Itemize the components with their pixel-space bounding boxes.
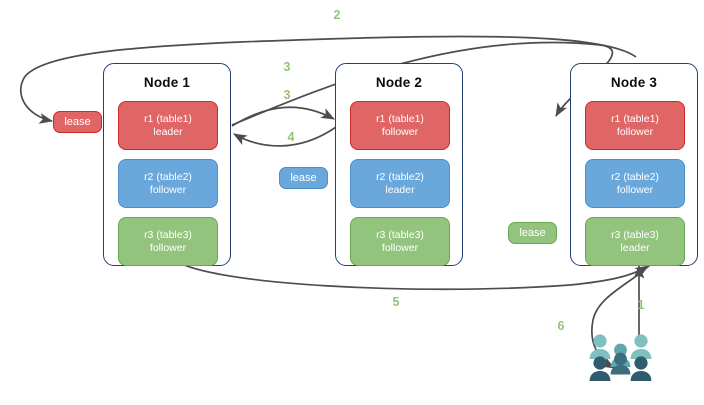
node-1-range-r3[interactable]: r3 (table3) follower	[118, 217, 218, 266]
users-icon-front-left	[589, 356, 611, 381]
edge-label-3-lower: 3	[283, 88, 291, 102]
edge-label-5: 5	[392, 295, 400, 309]
lease-badge-r2[interactable]: lease	[279, 167, 328, 189]
edge-label-1: 1	[637, 298, 645, 312]
node-2-range-r3-role: follower	[381, 241, 419, 254]
node-3-range-r3-name: r3 (table3)	[611, 228, 659, 241]
node-1-range-r2[interactable]: r2 (table2) follower	[118, 159, 218, 208]
node-3-range-r3-role: leader	[620, 241, 650, 254]
node-3-range-r2[interactable]: r2 (table2) follower	[585, 159, 685, 208]
node-1-range-r3-name: r3 (table3)	[144, 228, 192, 241]
users-icon-back-right	[630, 334, 652, 359]
edge-3-lower-path	[231, 106, 335, 127]
edge-5-path	[171, 257, 649, 291]
edge-label-4: 4	[287, 130, 295, 144]
node-3-range-r1[interactable]: r1 (table1) follower	[585, 101, 685, 150]
node-1[interactable]: Node 1 r1 (table1) leader r2 (table2) fo…	[103, 63, 231, 266]
users-icon-front-center	[610, 352, 631, 375]
edge-label-6: 6	[557, 319, 565, 333]
node-2-title: Node 2	[375, 75, 423, 90]
node-2-range-r1-role: follower	[381, 125, 419, 138]
node-2-range-r3[interactable]: r3 (table3) follower	[350, 217, 450, 266]
users-icon-front-right	[630, 356, 652, 381]
node-3-range-r1-role: follower	[616, 125, 654, 138]
node-2-range-r2[interactable]: r2 (table2) leader	[350, 159, 450, 208]
node-2-range-r1[interactable]: r1 (table1) follower	[350, 101, 450, 150]
node-1-title: Node 1	[143, 75, 191, 90]
node-3-range-r3[interactable]: r3 (table3) leader	[585, 217, 685, 266]
edge-label-2: 2	[333, 8, 341, 22]
node-3-range-r2-name: r2 (table2)	[611, 170, 659, 183]
node-1-range-r1-role: leader	[153, 125, 183, 138]
node-3-range-r1-name: r1 (table1)	[611, 112, 659, 125]
node-3[interactable]: Node 3 r1 (table1) follower r2 (table2) …	[570, 63, 698, 266]
node-1-range-r3-role: follower	[149, 241, 187, 254]
users-icon-back-left	[589, 334, 611, 359]
edge-label-3-upper: 3	[283, 60, 291, 74]
node-3-title: Node 3	[610, 75, 658, 90]
node-1-range-r1-name: r1 (table1)	[144, 112, 192, 125]
node-1-range-r2-name: r2 (table2)	[144, 170, 192, 183]
node-3-range-r2-role: follower	[616, 183, 654, 196]
node-2-range-r3-name: r3 (table3)	[376, 228, 424, 241]
lease-badge-r1[interactable]: lease	[53, 111, 102, 133]
node-2[interactable]: Node 2 r1 (table1) follower r2 (table2) …	[335, 63, 463, 266]
node-2-range-r1-name: r1 (table1)	[376, 112, 424, 125]
edge-2-path	[19, 35, 637, 124]
node-1-range-r1[interactable]: r1 (table1) leader	[118, 101, 218, 150]
lease-badge-r3[interactable]: lease	[508, 222, 557, 244]
node-1-range-r2-role: follower	[149, 183, 187, 196]
node-2-range-r2-name: r2 (table2)	[376, 170, 424, 183]
node-2-range-r2-role: leader	[385, 183, 415, 196]
users-icon	[589, 334, 652, 381]
edge-4-path	[233, 126, 337, 147]
